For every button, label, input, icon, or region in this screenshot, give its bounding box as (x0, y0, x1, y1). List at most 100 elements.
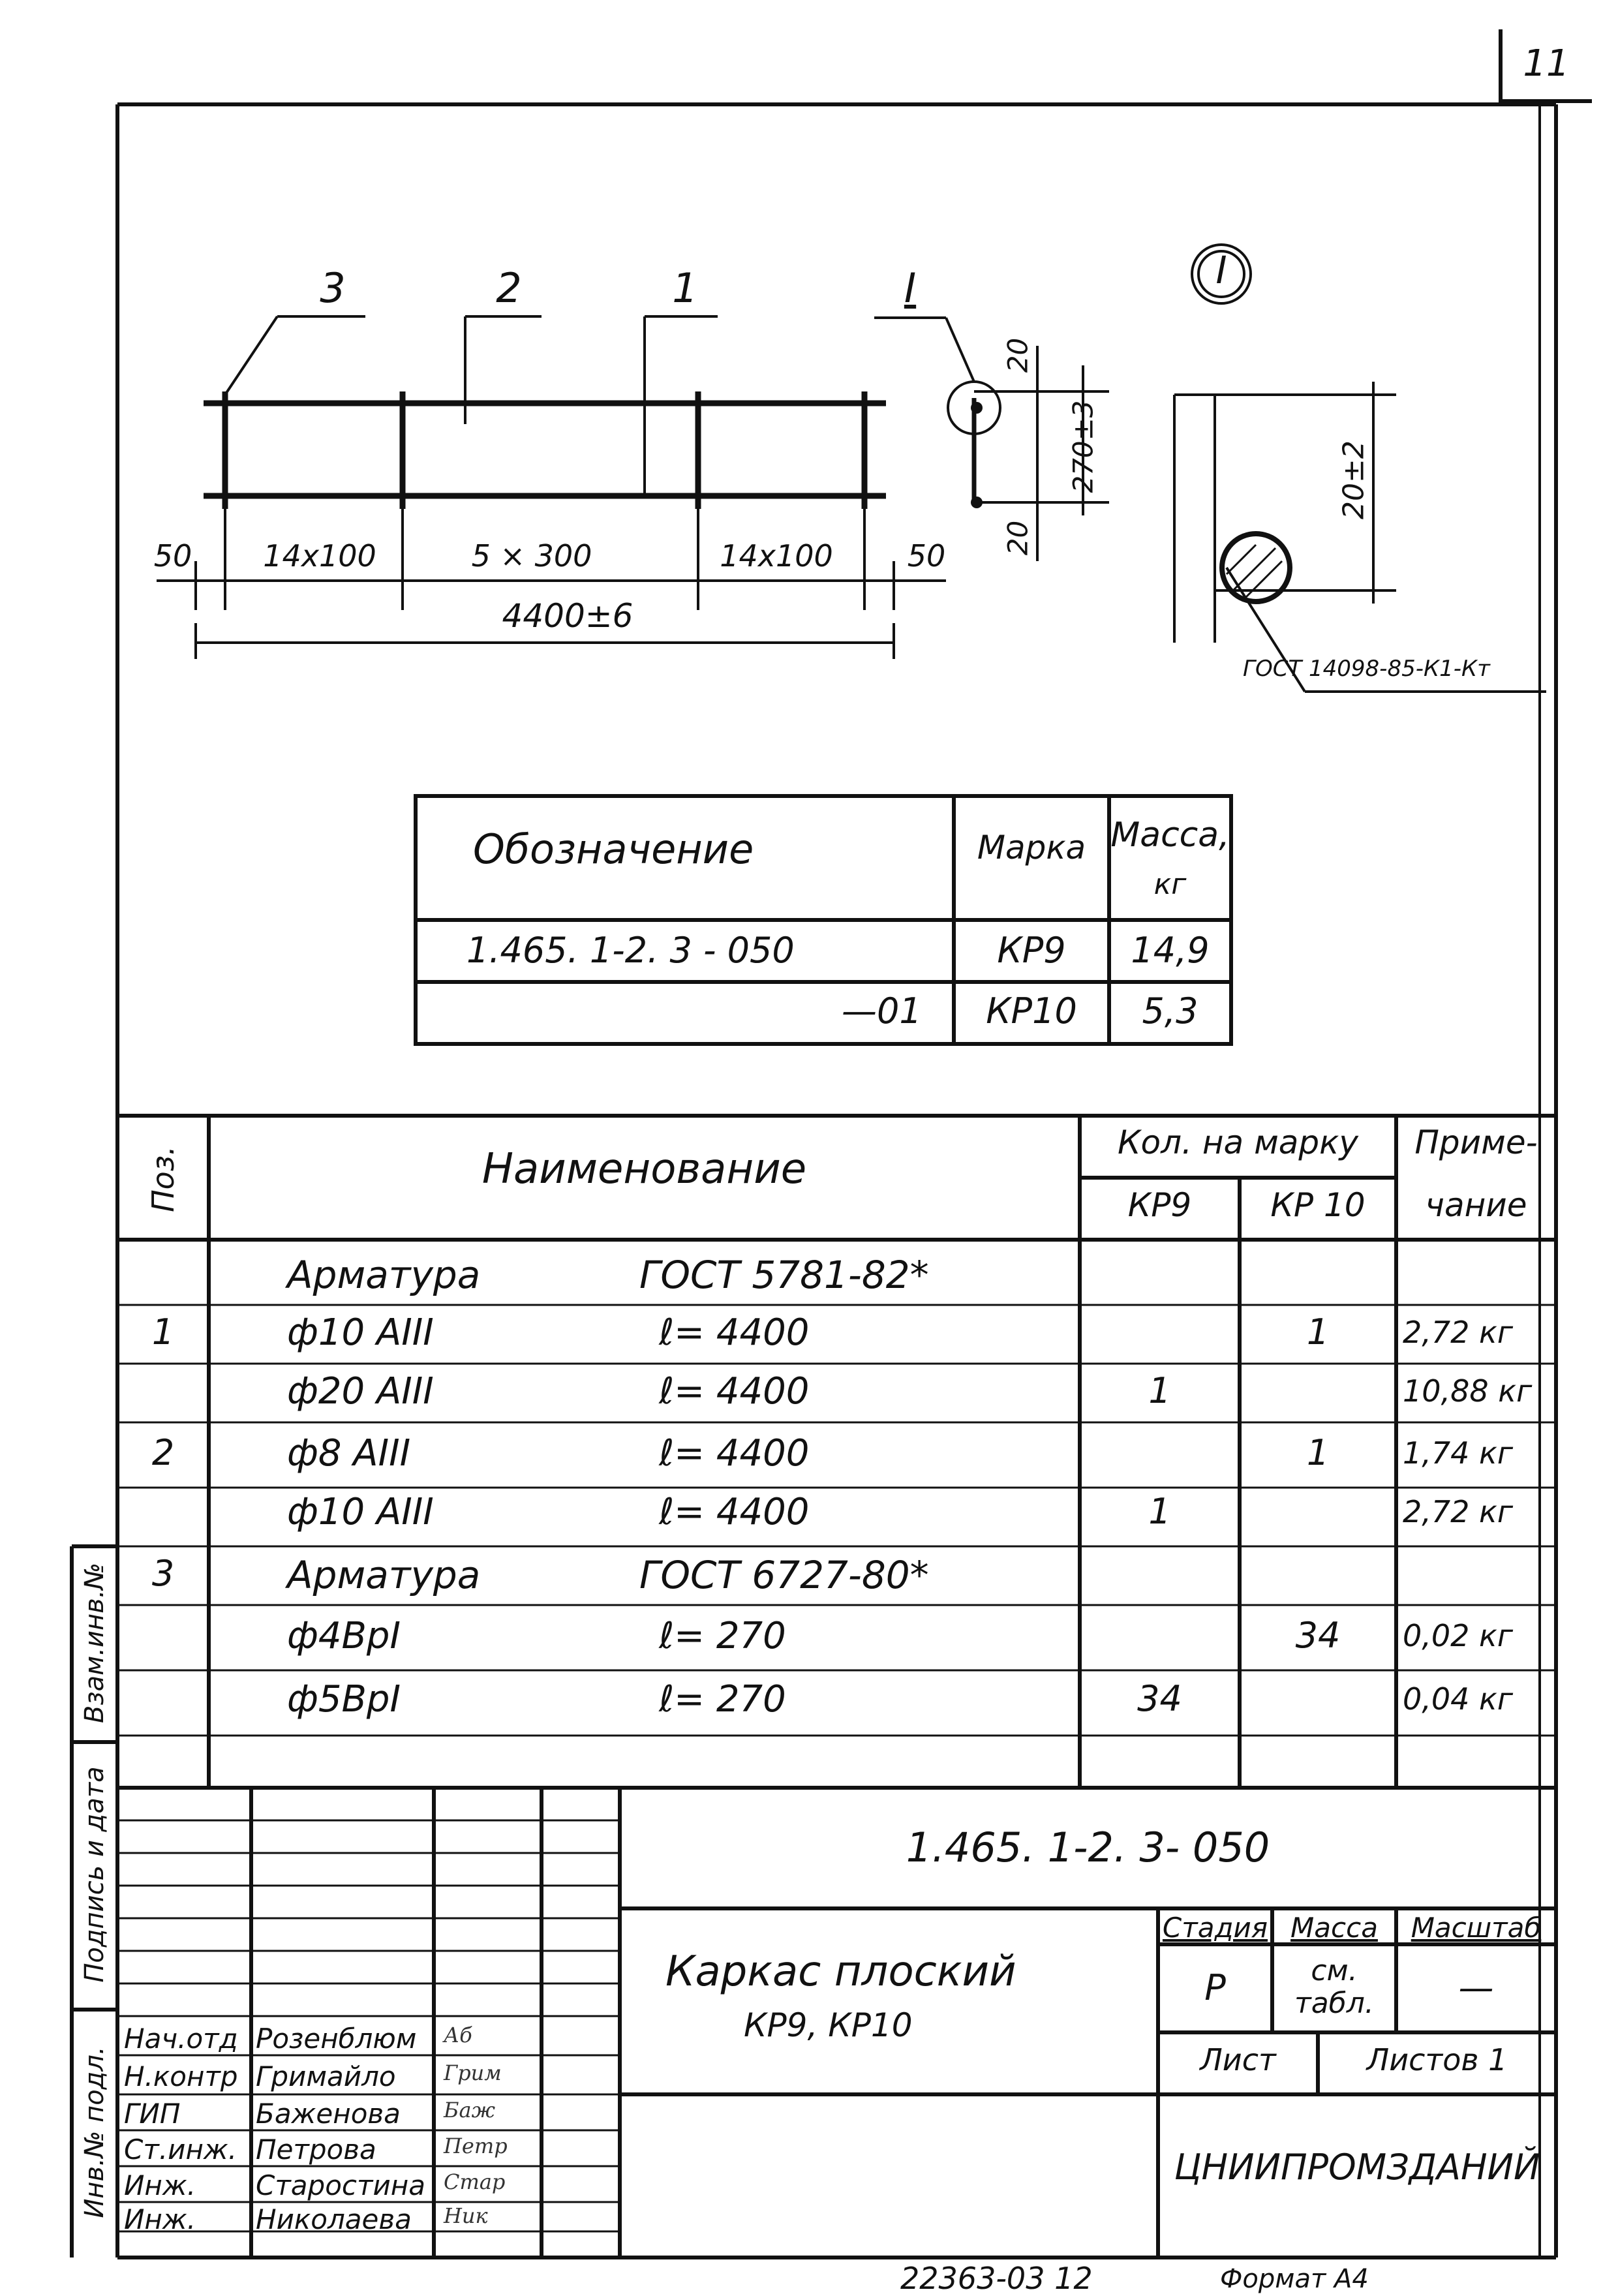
spec-item-spec: ГОСТ 5781-82* (639, 1253, 929, 1297)
doc-code: 1.465. 1-2. 3- 050 (906, 1824, 1270, 1871)
spec-note: 0,04 кг (1403, 1681, 1513, 1717)
marks-row2-mass: 5,3 (1142, 990, 1198, 1032)
staff-signature: Петр (444, 2134, 508, 2158)
staff-name: Старостина (256, 2169, 425, 2201)
spec-item-length: ℓ= 4400 (659, 1370, 810, 1413)
spec-item-name: ф20 АIII (287, 1370, 434, 1413)
mass-label: Масса (1290, 1912, 1378, 1944)
staff-role: Нач.отд (124, 2023, 238, 2055)
spec-qty-kp10: 1 (1306, 1432, 1330, 1473)
spec-note: 1,74 кг (1403, 1435, 1513, 1471)
spec-item-length: ℓ= 270 (659, 1678, 786, 1721)
marks-header-kg: кг (1153, 868, 1187, 901)
staff-role: Ст.инж. (124, 2134, 237, 2166)
staff-role: Инж. (124, 2169, 196, 2201)
spec-item-name: ф4ВрI (287, 1615, 401, 1657)
staff-name: Петрова (256, 2134, 376, 2166)
spec-item-length: ℓ= 4400 (659, 1432, 810, 1475)
spec-header-name: Наименование (481, 1145, 807, 1193)
stamp-original-inv: Инв.№ подл. (80, 2046, 110, 2218)
spec-header-pos: Поз. (145, 1146, 181, 1212)
spec-qty-kp9: 1 (1148, 1370, 1171, 1411)
node-label: I (904, 264, 917, 312)
spec-header-note-1: Приме- (1414, 1124, 1538, 1161)
spec-item-length: ℓ= 4400 (659, 1491, 810, 1533)
frame-elevation (204, 391, 886, 509)
marks-header-designation: Обозначение (473, 825, 754, 873)
callout-2: 2 (496, 264, 522, 312)
spec-item-name: ф10 АIII (287, 1311, 434, 1354)
mass-value-2: табл. (1294, 1987, 1374, 2020)
spec-header-qty: Кол. на марку (1118, 1124, 1358, 1161)
callout-1: 1 (672, 264, 698, 312)
marks-row1-designation: 1.465. 1-2. 3 - 050 (466, 930, 795, 971)
weld-standard: ГОСТ 14098-85-К1-Кт (1243, 656, 1490, 682)
spec-note: 0,02 кг (1403, 1618, 1513, 1653)
staff-signature: Стар (444, 2169, 506, 2194)
spec-note: 10,88 кг (1403, 1373, 1533, 1409)
dim-14x100-right: 14x100 (720, 538, 833, 574)
scale-value: — (1458, 1967, 1494, 2008)
doc-title-line2: КР9, КР10 (744, 2006, 913, 2044)
scale-label: Масштаб (1411, 1912, 1542, 1944)
detail-circle-label: I (1215, 248, 1227, 292)
staff-role: Н.контр (124, 2060, 238, 2092)
spec-item-name: Арматура (287, 1553, 481, 1597)
spec-item-length: ℓ= 270 (659, 1615, 786, 1657)
spec-qty-kp10: 34 (1295, 1615, 1341, 1656)
staff-signature: Ник (444, 2203, 488, 2228)
spec-pos: 1 (151, 1311, 175, 1353)
dim-20-top: 20 (1001, 337, 1034, 373)
spec-header-note-2: чание (1425, 1186, 1527, 1224)
marks-header-mark: Марка (977, 829, 1086, 866)
staff-role: Инж. (124, 2203, 196, 2235)
marks-row2-designation: —01 (842, 990, 922, 1032)
spec-pos: 2 (151, 1432, 175, 1473)
spec-item-name: Арматура (287, 1253, 481, 1297)
callout-3: 3 (320, 264, 346, 312)
spec-header-kp10: КР 10 (1270, 1186, 1366, 1224)
staff-name: Розенблюм (256, 2023, 417, 2055)
staff-name: Гримайло (256, 2060, 396, 2092)
staff-signature: Грим (444, 2060, 502, 2085)
sheet-number: 11 (1523, 42, 1570, 85)
overall-length: 4400±6 (502, 597, 633, 635)
spec-item-length: ℓ= 4400 (659, 1311, 810, 1354)
spec-header-kp9: КР9 (1127, 1186, 1192, 1224)
spec-item-name: ф5ВрI (287, 1678, 401, 1721)
staff-signature: Баж (444, 2098, 495, 2122)
dim-14x100-left: 14x100 (263, 538, 376, 574)
stage-value: Р (1204, 1967, 1226, 2008)
staff-name: Баженова (256, 2098, 401, 2130)
spec-pos: 3 (151, 1553, 175, 1594)
staff-name: Николаева (256, 2203, 412, 2235)
spec-item-name: ф10 АIII (287, 1491, 434, 1533)
sheet-label: Лист (1200, 2042, 1276, 2077)
dim-5x300: 5 × 300 (471, 538, 592, 574)
spec-note: 2,72 кг (1403, 1315, 1513, 1350)
staff-role: ГИП (124, 2098, 181, 2130)
dim-detail: 20±2 (1337, 440, 1371, 519)
dim-50-right: 50 (907, 538, 946, 574)
marks-header-mass: Масса, (1110, 816, 1230, 855)
doc-title-line1: Каркас плоский (665, 1948, 1016, 1996)
spec-qty-kp10: 1 (1306, 1311, 1330, 1353)
spec-item-spec: ГОСТ 6727-80* (639, 1553, 929, 1597)
staff-signature: Аб (444, 2023, 472, 2047)
dim-50-left: 50 (153, 538, 192, 574)
spec-item-name: ф8 АIII (287, 1432, 411, 1475)
marks-row1-mass: 14,9 (1131, 930, 1210, 971)
spec-qty-kp9: 34 (1137, 1678, 1182, 1719)
spec-note: 2,72 кг (1403, 1494, 1513, 1529)
footer-number: 22363-03 12 (900, 2261, 1093, 2296)
organization: ЦНИИПРОМЗДАНИЙ (1174, 2147, 1540, 2188)
stamp-replacement-inv: Взам.инв.№ (80, 1562, 110, 1724)
stamp-signature-date: Подпись и дата (80, 1766, 110, 1983)
sheets-label: Листов 1 (1366, 2042, 1508, 2077)
dim-width: 270±3 (1067, 400, 1099, 493)
spec-qty-kp9: 1 (1148, 1491, 1171, 1532)
mass-value-1: см. (1311, 1954, 1358, 1987)
stage-label: Стадия (1162, 1912, 1268, 1944)
